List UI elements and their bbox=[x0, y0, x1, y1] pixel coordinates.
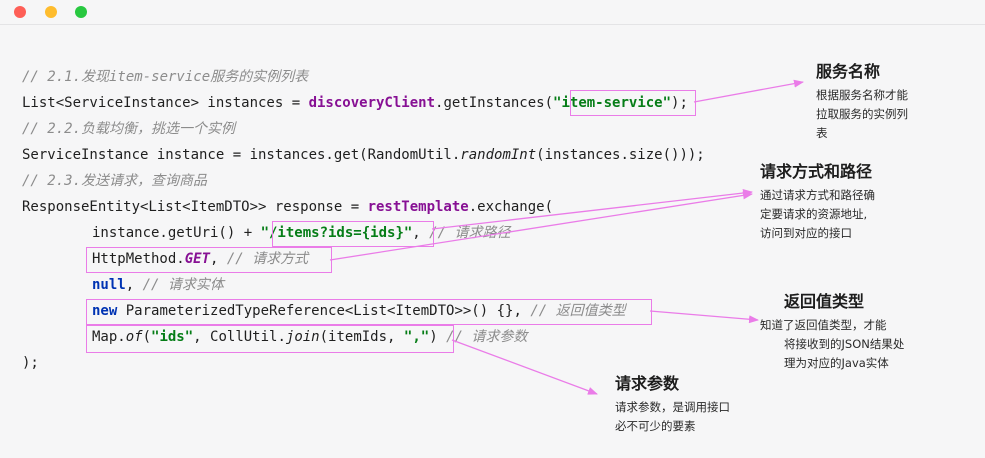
comment: // 返回值类型 bbox=[530, 303, 626, 319]
code-text: , bbox=[210, 251, 227, 267]
code-text: (instances.size())); bbox=[536, 147, 705, 163]
code-text: .exchange( bbox=[468, 199, 554, 215]
annotation-service-name: 服务名称 根据服务名称才能 拉取服务的实例列 表 bbox=[816, 58, 966, 143]
arrow-service-name bbox=[693, 79, 804, 103]
new-keyword: new bbox=[92, 303, 118, 319]
get-constant: GET bbox=[184, 251, 211, 267]
path-string: "/items?ids={ids}" bbox=[260, 225, 413, 241]
of-method: of bbox=[125, 329, 143, 345]
desc-line: 必不可少的要素 bbox=[615, 419, 696, 433]
highlight-path bbox=[272, 221, 434, 247]
comment: // 2.1.发现item-service服务的实例列表 bbox=[22, 69, 309, 85]
desc-line: 拉取服务的实例列 bbox=[816, 107, 908, 121]
code-text: List<ServiceInstance> instances = bbox=[22, 95, 309, 111]
code-line-2: List<ServiceInstance> instances = discov… bbox=[22, 90, 705, 116]
code-line-12: ); bbox=[22, 350, 705, 376]
code-text: , CollUtil. bbox=[193, 329, 286, 345]
title-bar bbox=[0, 0, 985, 24]
comma-string: "," bbox=[403, 329, 430, 345]
code-text: , bbox=[412, 225, 430, 241]
code-text: ServiceInstance instance = instances.get… bbox=[22, 147, 461, 163]
code-line-5: // 2.3.发送请求，查询商品 bbox=[22, 168, 705, 194]
desc-line: 根据服务名称才能 bbox=[816, 88, 908, 102]
annotation-desc: 请求参数，是调用接口 必不可少的要素 bbox=[615, 398, 785, 436]
code-text: ); bbox=[671, 95, 688, 111]
code-block: // 2.1.发现item-service服务的实例列表 List<Servic… bbox=[22, 64, 705, 376]
annotation-desc: 根据服务名称才能 拉取服务的实例列 表 bbox=[816, 86, 966, 143]
code-line-11: Map.of("ids", CollUtil.join(itemIds, ","… bbox=[22, 324, 705, 350]
highlight-params bbox=[86, 325, 454, 353]
random-int-method: randomInt bbox=[460, 147, 537, 163]
highlight-service-id bbox=[570, 90, 696, 116]
comment: // 请求方式 bbox=[226, 251, 309, 267]
code-line-1: // 2.1.发现item-service服务的实例列表 bbox=[22, 64, 705, 90]
annotation-return-type: 返回值类型 知道了返回值类型，才能 将接收到的JSON结果处 理为对应的Java… bbox=[760, 288, 974, 373]
annotation-title: 服务名称 bbox=[816, 62, 881, 81]
maximize-button[interactable] bbox=[75, 6, 87, 18]
annotation-title: 请求方式和路径 bbox=[760, 162, 873, 181]
rest-template-var: restTemplate bbox=[367, 199, 469, 215]
comment: // 2.3.发送请求，查询商品 bbox=[22, 173, 208, 189]
annotation-desc: 知道了返回值类型，才能 将接收到的JSON结果处 理为对应的Java实体 bbox=[760, 316, 974, 373]
join-method: join bbox=[285, 329, 320, 345]
code-text: Map. bbox=[92, 329, 126, 345]
title-divider bbox=[0, 24, 985, 25]
arrow-params bbox=[451, 339, 598, 395]
code-text: HttpMethod. bbox=[92, 251, 185, 267]
null-keyword: null bbox=[92, 277, 126, 293]
code-line-8: HttpMethod.GET, // 请求方式 bbox=[22, 246, 705, 272]
desc-line: 理为对应的Java实体 bbox=[784, 356, 889, 370]
ids-string: "ids" bbox=[151, 329, 194, 345]
arrow-method bbox=[329, 191, 753, 261]
code-line-9: null, // 请求实体 bbox=[22, 272, 705, 298]
arrow-path bbox=[431, 189, 753, 230]
desc-line: 通过请求方式和路径确 bbox=[760, 188, 875, 202]
desc-line: 知道了返回值类型，才能 bbox=[760, 318, 887, 332]
code-text: (itemIds, bbox=[319, 329, 404, 345]
code-line-10: new ParameterizedTypeReference<List<Item… bbox=[22, 298, 705, 324]
code-line-4: ServiceInstance instance = instances.get… bbox=[22, 142, 705, 168]
code-line-7: instance.getUri() + "/items?ids={ids}", … bbox=[22, 220, 705, 246]
desc-line: 访问到对应的接口 bbox=[760, 226, 852, 240]
desc-line: 请求参数，是调用接口 bbox=[615, 400, 730, 414]
code-line-6: ResponseEntity<List<ItemDTO>> response =… bbox=[22, 194, 705, 220]
code-text: ParameterizedTypeReference<List<ItemDTO>… bbox=[117, 303, 531, 319]
code-text: ) bbox=[429, 329, 438, 345]
highlight-return-type bbox=[86, 299, 652, 325]
annotation-method-path: 请求方式和路径 通过请求方式和路径确 定要请求的资源地址, 访问到对应的接口 bbox=[760, 158, 940, 243]
desc-line: 定要请求的资源地址, bbox=[760, 207, 868, 221]
arrow-return-type bbox=[649, 310, 759, 324]
discovery-client-var: discoveryClient bbox=[308, 95, 436, 111]
code-text: ); bbox=[22, 355, 39, 371]
annotation-desc: 通过请求方式和路径确 定要请求的资源地址, 访问到对应的接口 bbox=[760, 186, 940, 243]
code-text: instance.getUri() + bbox=[92, 225, 261, 241]
annotation-title: 返回值类型 bbox=[784, 292, 865, 311]
comment: // 请求参数 bbox=[437, 329, 528, 345]
code-text: ResponseEntity<List<ItemDTO>> response = bbox=[22, 199, 368, 215]
code-text: , bbox=[125, 277, 143, 293]
comment: // 请求实体 bbox=[142, 277, 224, 293]
code-text: .getInstances( bbox=[435, 95, 554, 111]
annotation-title: 请求参数 bbox=[615, 374, 680, 393]
desc-line: 表 bbox=[816, 126, 828, 140]
annotation-params: 请求参数 请求参数，是调用接口 必不可少的要素 bbox=[615, 370, 785, 436]
code-line-3: // 2.2.负载均衡，挑选一个实例 bbox=[22, 116, 705, 142]
minimize-button[interactable] bbox=[45, 6, 57, 18]
comment: // 2.2.负载均衡，挑选一个实例 bbox=[22, 121, 236, 137]
service-id-string: "item-service" bbox=[553, 95, 672, 111]
code-text: ( bbox=[142, 329, 152, 345]
desc-line: 将接收到的JSON结果处 bbox=[784, 337, 905, 351]
close-button[interactable] bbox=[14, 6, 26, 18]
